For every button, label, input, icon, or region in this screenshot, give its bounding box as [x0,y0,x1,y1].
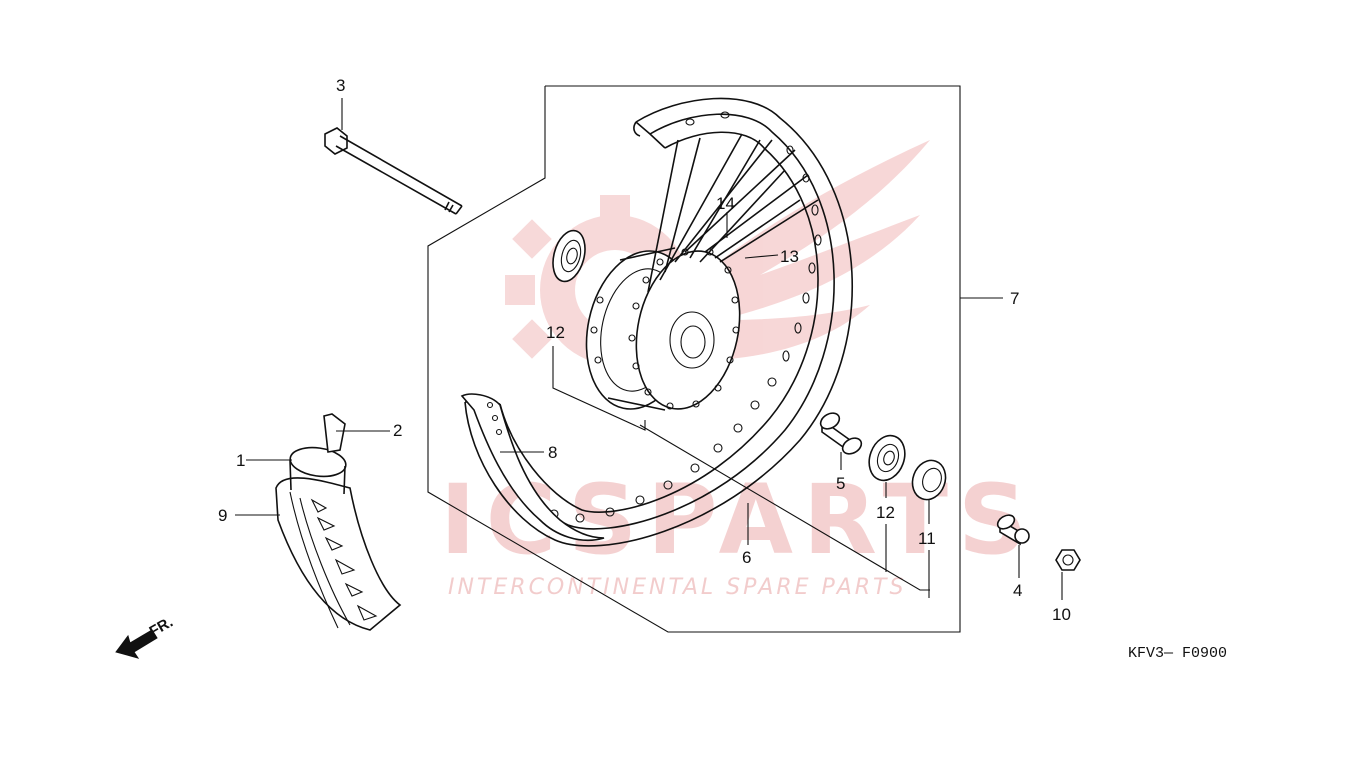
watermark-tagline: INTERCONTINENTAL SPARE PARTS [448,575,906,600]
front-arrow-icon [115,629,158,659]
callout-14: 14 [716,194,735,213]
leader-12-left [552,346,646,431]
distance-collar [819,412,863,470]
callout-4: 4 [1013,581,1022,600]
assembly-outline [427,85,961,633]
hub-flange-holes [590,248,740,410]
callout-7: 7 [1010,289,1019,308]
drawing-code: KFV3— F0900 [1128,645,1227,662]
front-direction-marker: FR. [115,614,176,659]
callout-2: 2 [393,421,402,440]
dust-seal [911,459,947,598]
rim-band [460,393,605,542]
leader-13 [744,254,779,259]
left-bearing [552,229,586,283]
callout-12-right: 12 [876,503,895,522]
axle-nut [1055,549,1081,600]
tire-assembly [235,413,402,631]
callout-6: 6 [742,548,751,567]
callout-5: 5 [836,474,845,493]
callout-8: 8 [548,443,557,462]
axle-bolt [324,98,463,215]
side-collar [996,514,1030,578]
callout-9: 9 [218,506,227,525]
watermark-logo: ICSPARTS INTERCONTINENTAL SPARE PARTS [440,140,1027,600]
callout-13: 13 [780,247,799,266]
callout-12-left: 12 [546,323,565,342]
callout-10: 10 [1052,605,1071,624]
right-bearing [868,434,906,572]
callout-1: 1 [236,451,245,470]
callout-11: 11 [918,529,936,548]
wheel-hub [585,133,819,411]
callout-3: 3 [336,76,345,95]
leader-6-baseline [639,424,930,591]
spokes [647,133,819,293]
